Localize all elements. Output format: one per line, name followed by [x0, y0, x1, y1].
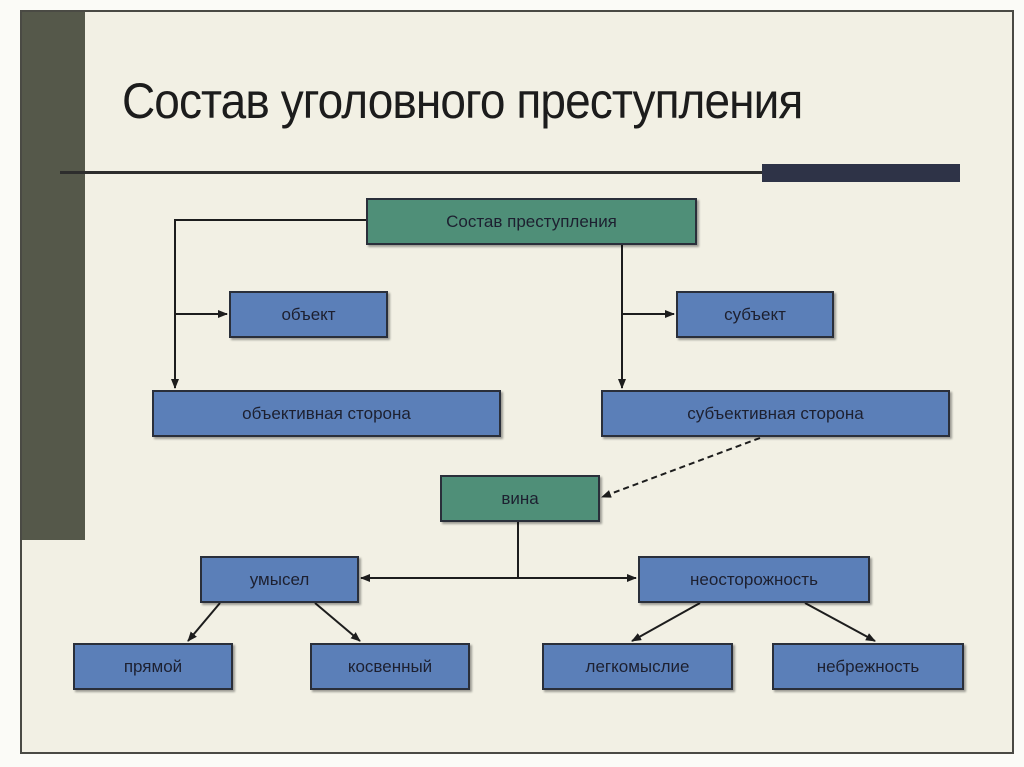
connector-negligence: [804, 602, 876, 642]
connector-guilt-dashed: [601, 437, 761, 498]
title-divider-accent: [762, 164, 960, 182]
slide-frame: [20, 10, 1014, 754]
connector-recklessness: [631, 602, 701, 642]
connector-direct: [187, 602, 221, 642]
connector-root-objective: [171, 219, 366, 389]
node-recklessness: легкомыслие: [542, 643, 733, 690]
node-object: объект: [229, 291, 388, 338]
node-negligence-general: неосторожность: [638, 556, 870, 603]
node-negligence: небрежность: [772, 643, 964, 690]
node-subjective-side: субъективная сторона: [601, 390, 950, 437]
node-indirect: косвенный: [310, 643, 470, 690]
node-direct: прямой: [73, 643, 233, 690]
node-subject: субъект: [676, 291, 834, 338]
connector-indirect: [314, 602, 361, 642]
node-guilt: вина: [440, 475, 600, 522]
sidebar-accent: [22, 12, 85, 540]
node-root: Состав преступления: [366, 198, 697, 245]
node-intent: умысел: [200, 556, 359, 603]
slide-title: Состав уголовного преступления: [122, 73, 803, 129]
title-divider: [60, 171, 960, 174]
node-objective-side: объективная сторона: [152, 390, 501, 437]
